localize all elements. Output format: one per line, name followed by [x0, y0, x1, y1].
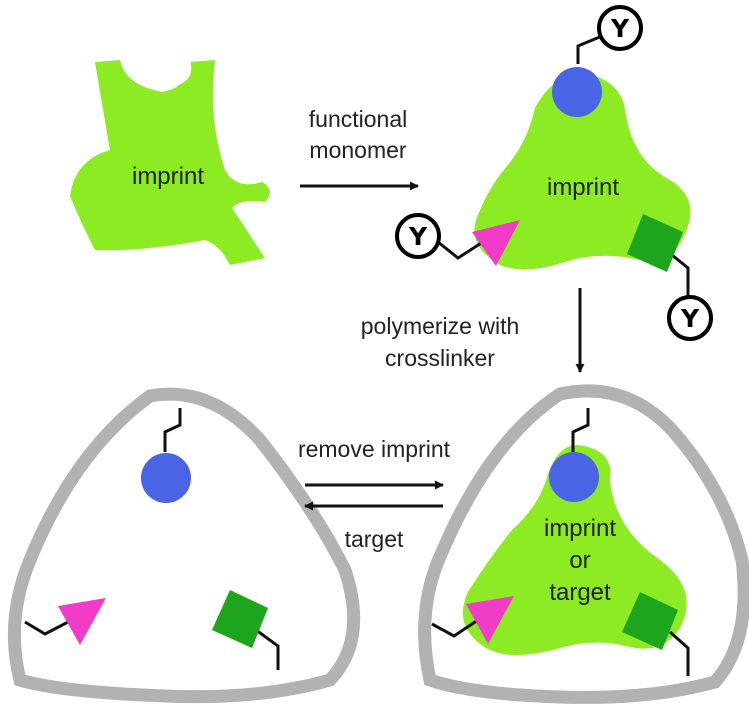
linker-square-3	[255, 628, 280, 670]
y-symbol-right: Y	[680, 304, 700, 333]
target-label-line3: target	[549, 579, 611, 606]
binding-site-square	[212, 590, 268, 648]
bound-circle	[549, 452, 599, 502]
bound-triangle	[466, 596, 514, 644]
linker-triangle-3	[24, 618, 73, 636]
imprint-notch	[143, 60, 192, 87]
polymer-shell-left	[7, 387, 361, 704]
step-add-monomer-line1: functional	[309, 106, 407, 132]
step-add-monomer-line2: monomer	[309, 137, 406, 163]
imprint-label: imprint	[132, 163, 204, 190]
bound-square	[622, 592, 678, 650]
step-rebind-target: target	[345, 526, 404, 552]
binding-site-triangle	[58, 598, 106, 645]
linker-square	[671, 253, 690, 298]
monomer-square	[627, 214, 683, 272]
polymer-shell-right	[418, 384, 749, 704]
panel-imprint-monomers: Y Y Y imprint	[395, 5, 713, 341]
linker-circle-4	[571, 408, 590, 452]
imprint-shape-2	[474, 73, 691, 270]
linker-circle-3	[163, 408, 182, 452]
linker-triangle-4	[431, 618, 479, 638]
step-polymerize-line1: polymerize with	[361, 313, 520, 339]
panel-imprint: imprint	[70, 60, 270, 265]
binding-site-circle	[141, 453, 191, 503]
panel-filled-cavity: imprint or target	[418, 384, 749, 704]
step-polymerize-line2: crosslinker	[385, 345, 495, 371]
step-add-monomer: functional monomer	[300, 106, 419, 191]
target-label-line1: imprint	[544, 515, 616, 542]
step-remove-imprint: remove imprint	[298, 436, 451, 462]
step-polymerize: polymerize with crosslinker	[361, 288, 585, 373]
y-badge-right	[667, 295, 713, 341]
monomer-triangle	[472, 220, 520, 266]
linker-circle	[576, 34, 603, 64]
linker-square-4	[669, 630, 690, 676]
y-symbol-left: Y	[408, 222, 428, 251]
monomer-circle	[552, 67, 602, 117]
y-badge-left	[395, 213, 441, 259]
imprint-shape	[70, 60, 270, 265]
imprint-label-2: imprint	[547, 174, 619, 201]
target-shape	[462, 445, 687, 655]
target-label-line2: or	[569, 547, 590, 574]
y-badge-top	[597, 5, 643, 51]
linker-triangle	[437, 238, 487, 260]
step-equilibrium: remove imprint target	[298, 436, 451, 552]
y-symbol-top: Y	[610, 14, 630, 43]
panel-empty-cavity	[7, 387, 361, 704]
